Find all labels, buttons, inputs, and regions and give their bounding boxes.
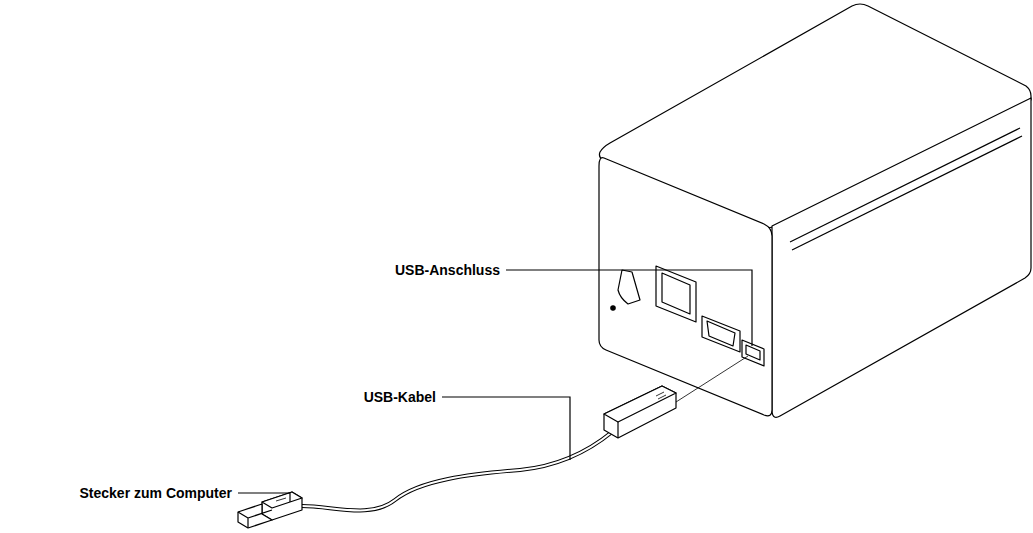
alignment-line bbox=[676, 356, 748, 402]
usb-b-plug bbox=[604, 386, 676, 438]
usb-a-plug bbox=[262, 492, 302, 520]
usb-a-plug-top bbox=[262, 492, 302, 508]
power-inlet-inner bbox=[662, 273, 690, 314]
leader-line bbox=[506, 270, 752, 346]
housing-front bbox=[599, 158, 772, 416]
usb-b-plug-mark bbox=[656, 392, 666, 399]
housing-side bbox=[772, 98, 1031, 417]
indicator-dot bbox=[611, 306, 615, 310]
usb-b-plug-edge bbox=[617, 422, 618, 438]
callout-label: USB-Anschluss bbox=[395, 262, 500, 278]
usb-port-inner bbox=[746, 345, 760, 360]
usb-b-plug-top bbox=[604, 386, 676, 422]
highlight-line bbox=[792, 136, 1022, 250]
usb-cable-core bbox=[300, 432, 612, 510]
usb-a-connector-line bbox=[238, 510, 272, 528]
usb-cable bbox=[300, 432, 612, 510]
leader-line bbox=[442, 397, 570, 460]
serial-port bbox=[702, 316, 740, 352]
leader-line bbox=[238, 493, 290, 502]
usb-port bbox=[742, 340, 764, 366]
usb-a-mark bbox=[276, 498, 286, 501]
power-inlet bbox=[656, 266, 696, 322]
power-switch bbox=[618, 270, 640, 304]
serial-port-inner bbox=[707, 321, 735, 346]
callout-label: Stecker zum Computer bbox=[80, 485, 232, 501]
highlight-line bbox=[790, 128, 1020, 242]
callout-label: USB-Kabel bbox=[364, 389, 436, 405]
usb-a-connector bbox=[238, 504, 272, 528]
